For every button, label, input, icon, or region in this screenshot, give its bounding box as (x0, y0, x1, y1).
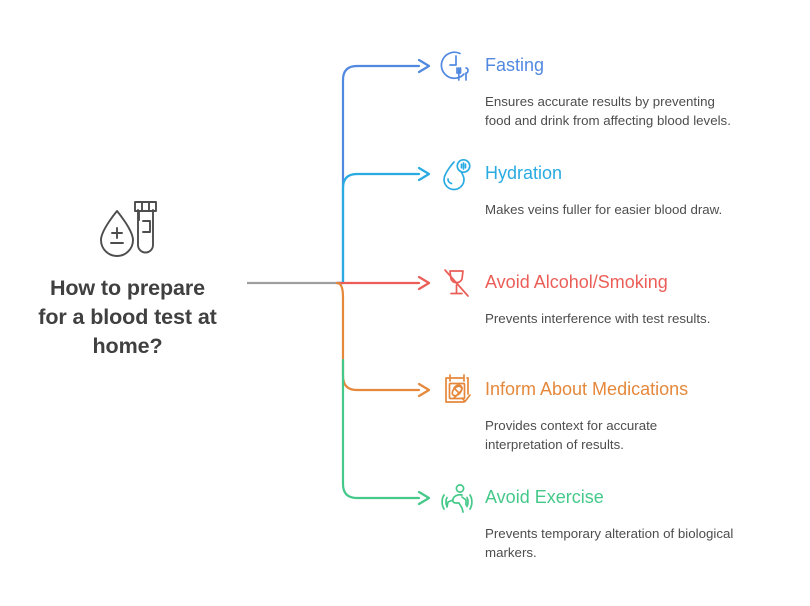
branch-avoid-exercise-description-line-1: Prevents temporary alteration of biologi… (485, 526, 734, 541)
connector-inform-about-medications (335, 281, 421, 392)
branch-fasting[interactable]: Fasting Ensures accurate results by prev… (437, 46, 797, 131)
branch-inform-about-medications-header: Inform About Medications (437, 370, 797, 410)
branch-avoid-exercise-description: Prevents temporary alteration of biologi… (485, 525, 785, 563)
branch-avoid-alcohol-smoking[interactable]: Avoid Alcohol/Smoking Prevents interfere… (437, 263, 797, 329)
branch-fasting-title: Fasting (485, 55, 545, 76)
page-title: How to prepare for a blood test at home? (20, 274, 235, 361)
branch-inform-about-medications-description: Provides context for accurate interpreta… (485, 417, 785, 455)
connector-fasting (335, 64, 421, 285)
branch-fasting-description-line-1: Ensures accurate results by preventing (485, 94, 715, 109)
clock-with-cutlery-icon (440, 51, 469, 81)
root-title-line-3: home? (92, 334, 163, 359)
water-droplet-icon (443, 158, 471, 191)
arrowhead-fasting (417, 58, 431, 74)
blood-drop-and-test-tube-icon (99, 201, 157, 257)
branch-avoid-exercise-description-line-2: markers. (485, 544, 537, 560)
branch-avoid-alcohol-smoking-description: Prevents interference with test results. (485, 310, 785, 329)
medication-clipboard-icon (445, 374, 471, 403)
root-title-line-1: How to prepare (49, 276, 206, 300)
branch-inform-about-medications[interactable]: Inform About Medications Provides contex… (437, 370, 797, 455)
branch-avoid-exercise-title: Avoid Exercise (485, 487, 604, 508)
root-node: How to prepare for a blood test at home? (20, 198, 235, 361)
branch-avoid-exercise[interactable]: Avoid Exercise Prevents temporary altera… (437, 478, 797, 563)
connector-avoid-exercise (341, 358, 421, 500)
branch-fasting-description-line-2: food and drink from affecting blood leve… (485, 112, 731, 128)
branch-avoid-alcohol-smoking-header: Avoid Alcohol/Smoking (437, 263, 797, 303)
branch-hydration-title: Hydration (485, 163, 563, 184)
branch-fasting-description: Ensures accurate results by preventing f… (485, 93, 785, 131)
arrowhead-hydration (417, 166, 431, 182)
arrowhead-avoid-alcohol-smoking (417, 275, 431, 291)
root-title-line-2: for a blood test at (38, 305, 217, 330)
connector-hydration (335, 172, 421, 285)
branch-hydration-header: Hydration (437, 154, 797, 194)
branch-avoid-alcohol-smoking-title: Avoid Alcohol/Smoking (485, 272, 668, 293)
arrowhead-inform-about-medications (417, 382, 431, 398)
branch-inform-about-medications-description-line-2: interpretation of results. (485, 436, 624, 452)
running-person-icon (441, 484, 473, 513)
branch-inform-about-medications-title: Inform About Medications (485, 379, 689, 400)
branch-hydration[interactable]: Hydration Makes veins fuller for easier … (437, 154, 797, 220)
branch-avoid-alcohol-smoking-description-line-1: Prevents interference with test results. (485, 311, 711, 326)
branch-hydration-description: Makes veins fuller for easier blood draw… (485, 201, 785, 220)
arrowhead-avoid-exercise (417, 490, 431, 506)
branch-inform-about-medications-description-line-1: Provides context for accurate (485, 418, 658, 433)
branch-hydration-description-line-1: Makes veins fuller for easier blood draw… (485, 202, 723, 217)
branch-fasting-header: Fasting (437, 46, 797, 86)
branch-avoid-exercise-header: Avoid Exercise (437, 478, 797, 518)
no-alcohol-glass-icon (444, 269, 469, 297)
